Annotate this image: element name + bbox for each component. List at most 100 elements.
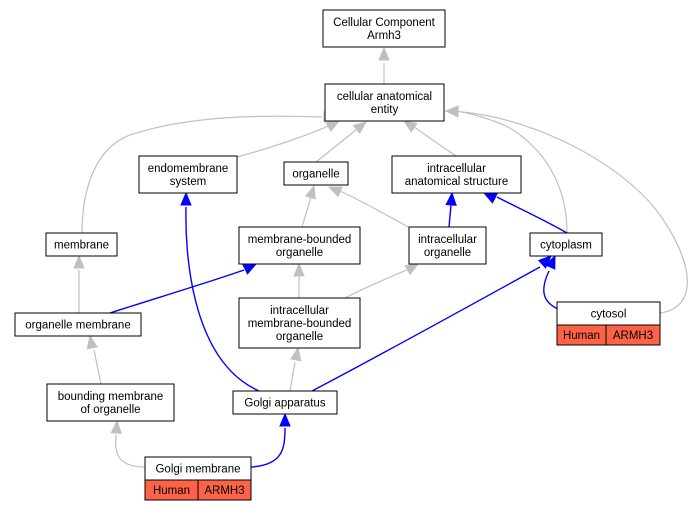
node-box [324,83,445,122]
edge-golgi-cytoplasm [311,255,552,392]
annotation-label: ARMH3 [204,485,244,497]
arrowhead [402,120,418,133]
edge-endo-cae [236,120,341,158]
node-label: cytosol [591,309,627,321]
arrowhead [86,334,98,350]
edge-golgimem-bmo [110,419,146,468]
arrowhead [279,412,291,427]
node-cytoplasm[interactable]: cytoplasm [529,232,603,257]
annotation-label: Human [153,485,190,497]
node-label: organelle membrane [25,320,130,332]
annotation-species: Human [144,479,199,501]
node-label: cellular anatomical [337,91,432,103]
node-box [238,226,361,265]
arrowhead [110,419,122,434]
arrowhead [444,106,459,118]
node-label: organelle [276,331,323,343]
node-label: bounding membrane [58,391,164,403]
node-box [45,232,118,257]
arrowhead [445,191,457,206]
edge-golgimem-golgi [250,412,291,468]
edge-imbo-mbo [293,262,305,298]
edge-golgi-endo [180,191,260,392]
node-label: Armh3 [367,30,401,42]
annotation-cell [197,479,252,501]
node-label: Golgi membrane [155,464,240,476]
node-organelle[interactable]: organelle [283,161,349,186]
node-om[interactable]: organelle membrane [14,312,142,337]
node-label: membrane [54,240,109,252]
arrowhead [482,192,498,204]
node-label: entity [371,104,399,116]
arrowhead [290,346,302,362]
node-box [408,226,487,265]
node-box [46,383,175,422]
node-box [322,9,446,48]
edge-cae-root [378,46,390,84]
arrowhead [73,254,85,269]
edge-organelle-cae [315,121,368,163]
node-golgi[interactable]: Golgi apparatus [232,390,338,415]
node-label: organelle [276,247,323,259]
node-label: Golgi apparatus [244,398,325,410]
node-box [138,155,238,194]
edge-io-ias [445,191,457,228]
node-box [529,232,603,257]
node-label: intracellular [418,234,477,246]
node-label: of organelle [80,404,140,416]
node-label: organelle [292,169,339,181]
arrowhead [242,263,258,275]
node-box [14,312,142,337]
arrowhead [325,120,341,133]
node-box [391,155,522,194]
edge-bmo-om [86,334,102,385]
node-label: intracellular [427,163,486,175]
node-box [232,390,338,415]
node-label: Cellular Component [333,17,435,29]
annotation-species: Human [556,324,607,346]
node-label: system [170,176,206,188]
arrowhead [352,121,368,135]
edge-imbo-io [344,263,420,299]
node-label: organelle [424,247,471,259]
node-membrane[interactable]: membrane [45,232,118,257]
edge-golgi-imbo [289,346,302,392]
annotation-gene: ARMH3 [197,479,252,501]
node-box [283,161,349,186]
arrowhead [293,262,305,277]
edge-om-membrane [73,254,85,313]
arrowhead [544,254,556,270]
edge-mbo-organelle [301,184,316,228]
node-label: intracellular [270,305,329,317]
annotation-cell [605,324,661,346]
node-label: cytoplasm [540,240,592,252]
node-label: anatomical structure [405,176,509,188]
node-label: endomembrane [148,163,229,175]
node-box [238,297,361,349]
edge-om-mbo [109,263,258,314]
annotation-label: ARMH3 [613,330,653,342]
edge-ias-cae [402,120,457,157]
node-label: membrane-bounded [248,234,352,246]
edge-io-organelle [327,186,411,229]
arrowhead [180,191,192,206]
annotation-gene: ARMH3 [605,324,661,346]
node-label: membrane-bounded [248,318,352,330]
arrowhead [537,255,552,269]
annotation-label: Human [563,330,600,342]
arrowhead [404,263,420,276]
arrowhead [378,46,390,61]
arrowhead [304,184,316,200]
edge-cytosol-cae [444,106,688,314]
